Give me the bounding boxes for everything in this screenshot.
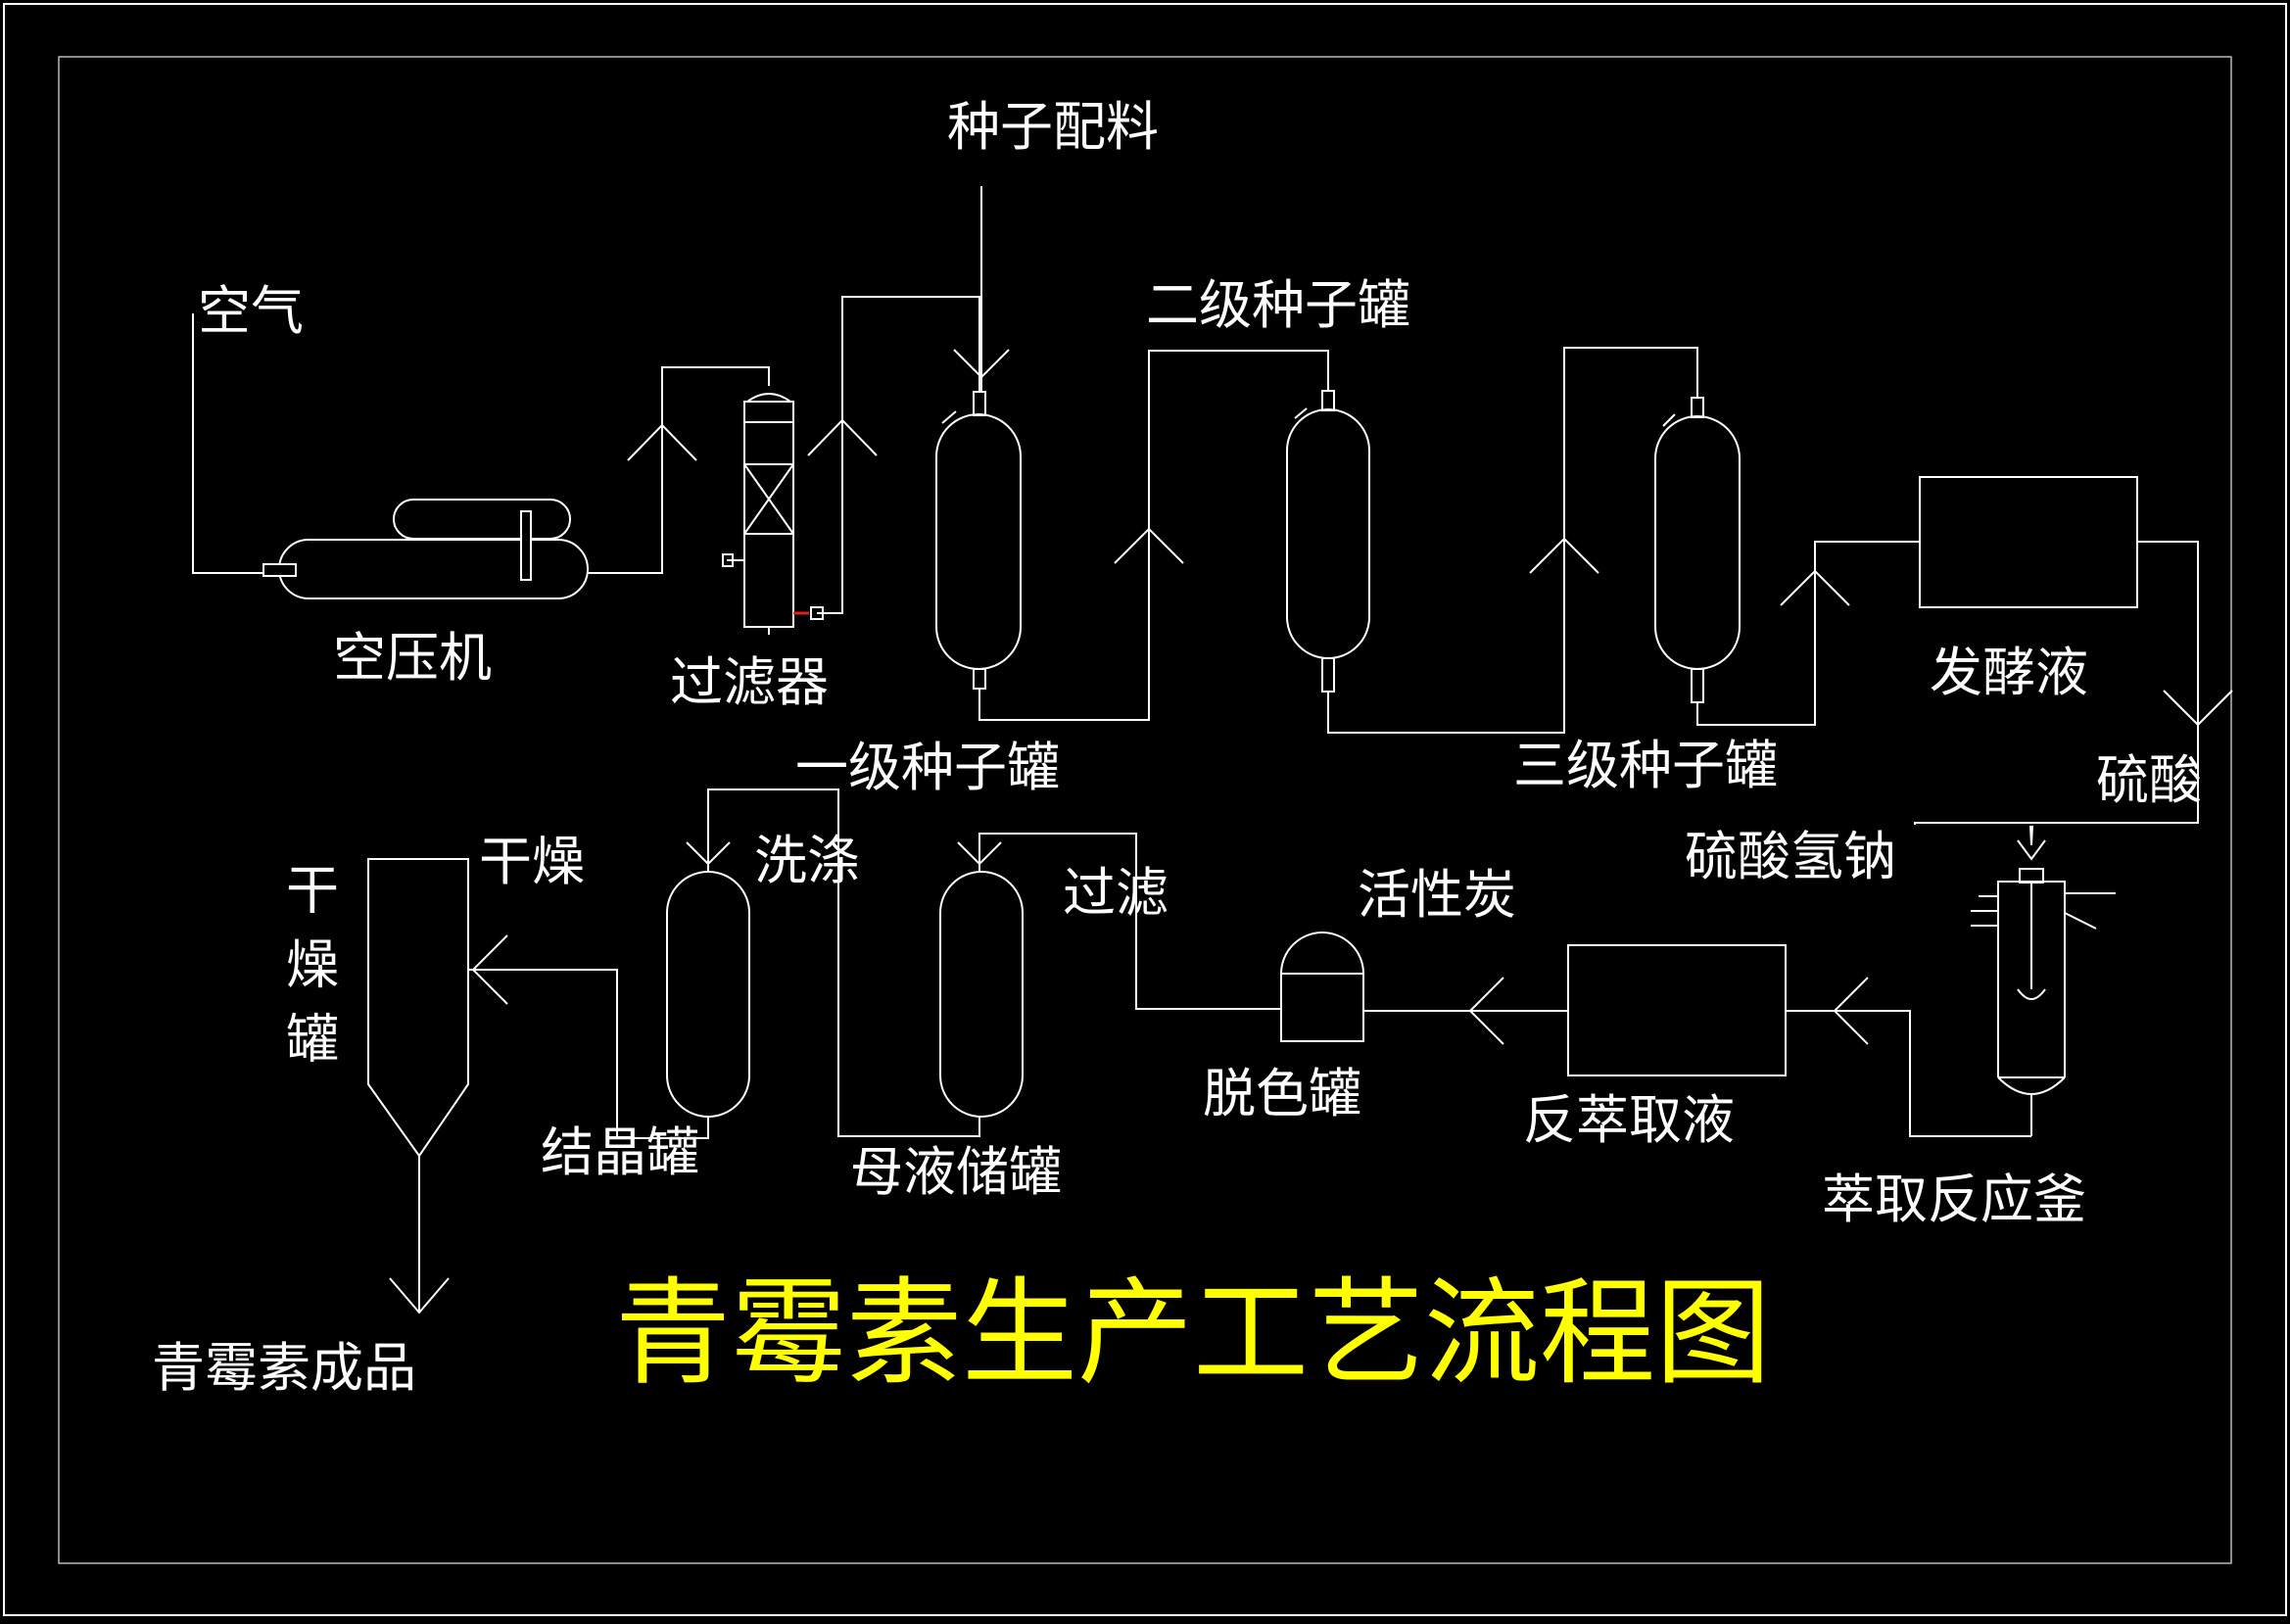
arrow-left-reactor-out [1833,977,1869,1045]
arrow-up-seed-tank-1-out [1114,527,1184,564]
arrow-down-seed-feed [953,349,1010,379]
air-compressor [262,499,589,599]
filter-unit [722,393,824,635]
arrow-up-filter-outlet [807,418,878,456]
label-ferment-broth: 发酵液 [1930,642,2088,703]
mother-liquor-tank [939,871,1024,1118]
label-extraction-reactor: 萃取反应釜 [1822,1169,2086,1230]
flow-arrows [389,349,2233,1314]
label-product: 青霉素成品 [152,1337,416,1399]
arrow-up-filter-inlet [627,423,697,461]
pipelines [192,186,2199,1313]
label-activated-carbon: 活性炭 [1358,864,1516,926]
label-washing: 洗涤 [754,830,860,891]
arrow-left-dryer-in [471,934,508,1005]
label-mother-liquor-tank: 母液储罐 [850,1141,1062,1203]
label-compressor: 空压机 [333,627,492,689]
seed-tank-1 [935,391,1022,690]
arrow-down-mother-liquor-in [957,841,1002,866]
label-filter: 过滤器 [670,651,829,713]
fermentation-broth-tank [1919,476,2138,608]
seed-tank-3 [1654,397,1741,703]
outer-border [3,3,2287,1616]
label-seed-tank-3: 三级种子罐 [1513,735,1778,796]
label-decolor-tank: 脱色罐 [1203,1063,1361,1124]
arrow-down-ferment-out [2163,690,2233,727]
inner-border [58,56,2232,1564]
label-sodium-bisulfate: 硫酸氢钠 [1685,826,1896,887]
label-seed-tank-1: 一级种子罐 [795,737,1060,798]
arrow-left-back-extract-out [1468,977,1504,1045]
arrow-down-crystallizer-in [686,841,731,866]
label-sulfuric-acid: 硫酸 [2096,749,2202,811]
back-extract-tank [1567,944,1787,1076]
label-drying: 干燥 [479,831,585,892]
label-dryer-tank: 干燥罐 [277,862,339,1085]
crystallizer-tank [666,871,750,1118]
arrow-up-seed-tank-3-out [1780,569,1850,606]
dryer-tank [367,858,469,1158]
label-seed-tank-2: 二级种子罐 [1146,274,1410,336]
label-crystallizer: 结晶罐 [541,1122,699,1183]
label-seed-feed: 种子配料 [947,96,1159,158]
label-air: 空气 [198,280,304,342]
seed-tank-2 [1286,390,1370,693]
arrow-down-reactor-feed [2029,825,2033,846]
label-back-extract: 反萃取液 [1523,1089,1735,1151]
arrow-up-seed-tank-2-out [1529,537,1599,574]
extraction-reactor [1971,868,2116,1136]
decolor-tank [1280,931,1364,1042]
page-title: 青霉素生产工艺流程图 [615,1266,1771,1401]
label-filtration: 过滤 [1063,862,1169,924]
arrow-down-product [389,1277,450,1314]
arrow-down-acid [2017,839,2046,861]
